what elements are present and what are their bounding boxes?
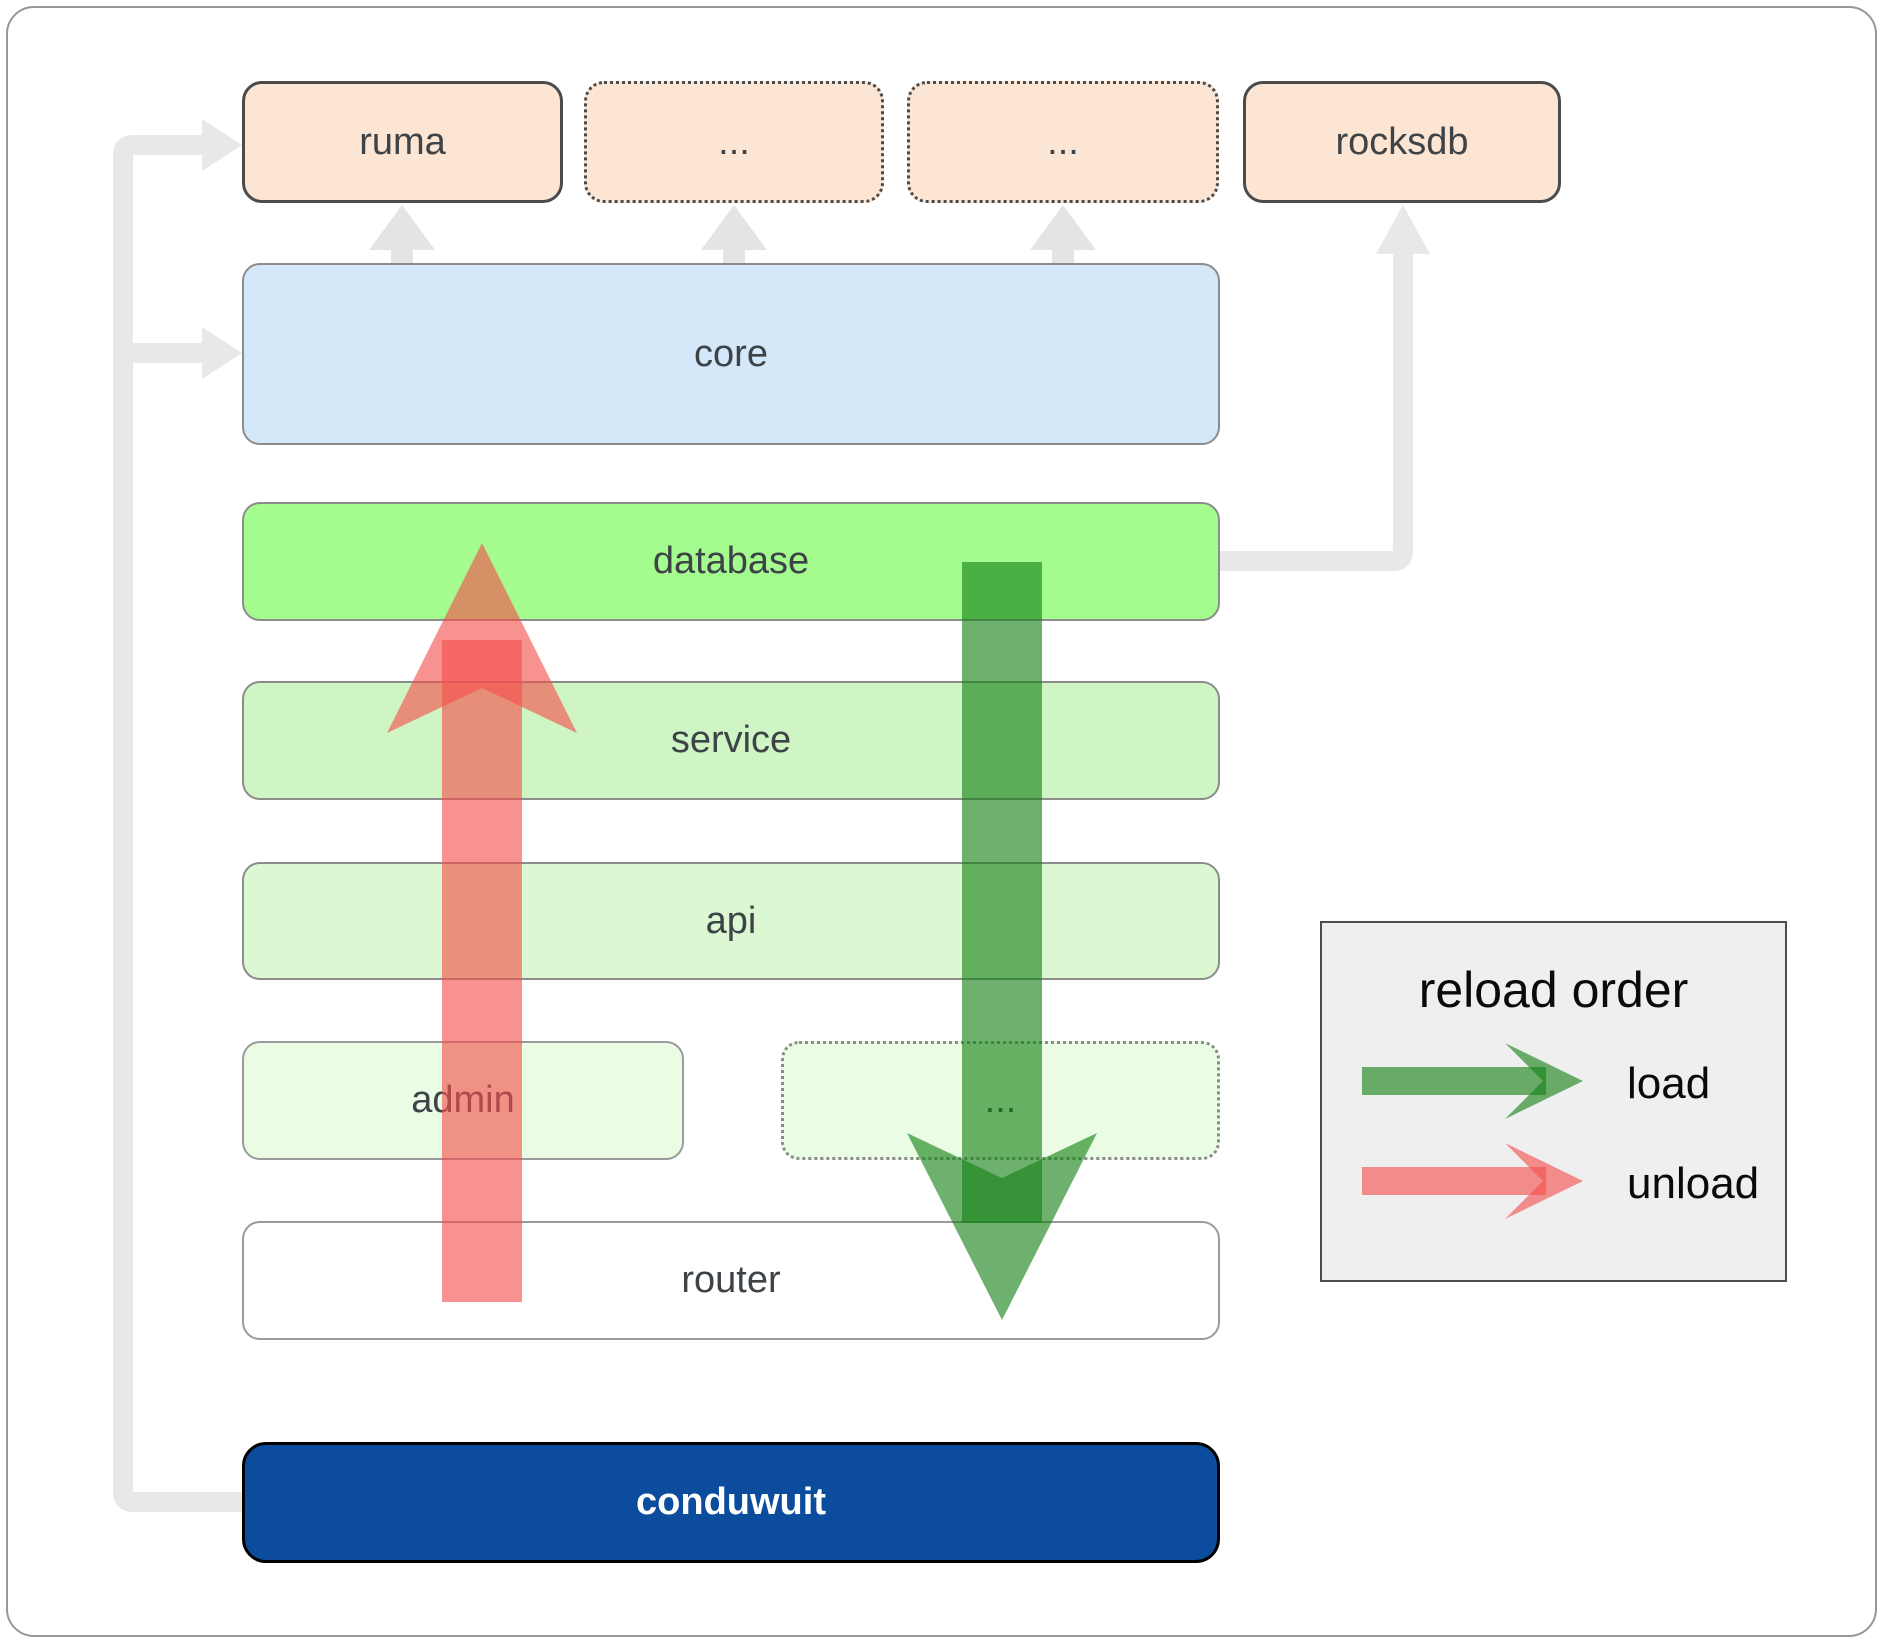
box-ellipsis-1-label: ... bbox=[718, 120, 750, 163]
box-ellipsis-1: ... bbox=[584, 81, 884, 203]
box-api: api bbox=[242, 862, 1220, 980]
box-admin-ellipsis-label: ... bbox=[984, 1079, 1017, 1121]
box-database: database bbox=[242, 502, 1220, 621]
box-service: service bbox=[242, 681, 1220, 800]
box-rocksdb-label: rocksdb bbox=[1335, 120, 1469, 163]
box-router-label: router bbox=[681, 1259, 781, 1301]
box-core-label: core bbox=[694, 332, 768, 375]
box-service-label: service bbox=[670, 719, 792, 761]
page-border bbox=[6, 6, 1877, 1637]
box-ellipsis-2-label: ... bbox=[1047, 120, 1079, 163]
box-admin: admin bbox=[242, 1041, 684, 1160]
legend-load-label: load bbox=[1627, 1059, 1711, 1108]
box-conduwuit: conduwuit bbox=[242, 1442, 1220, 1563]
box-router: router bbox=[242, 1221, 1220, 1340]
legend-unload-label: unload bbox=[1627, 1159, 1760, 1208]
box-api-label: api bbox=[705, 899, 757, 942]
box-admin-ellipsis: ... bbox=[781, 1041, 1220, 1160]
box-admin-label: admin bbox=[411, 1079, 515, 1121]
box-database-label: database bbox=[652, 540, 810, 582]
box-ellipsis-2: ... bbox=[907, 81, 1219, 203]
legend: reload order load unload bbox=[1320, 921, 1787, 1282]
box-rocksdb: rocksdb bbox=[1243, 81, 1561, 203]
box-ruma: ruma bbox=[242, 81, 563, 203]
box-ruma-label: ruma bbox=[359, 120, 446, 163]
box-core: core bbox=[242, 263, 1220, 445]
legend-title: reload order bbox=[1418, 962, 1689, 1018]
box-conduwuit-label: conduwuit bbox=[636, 1481, 826, 1523]
